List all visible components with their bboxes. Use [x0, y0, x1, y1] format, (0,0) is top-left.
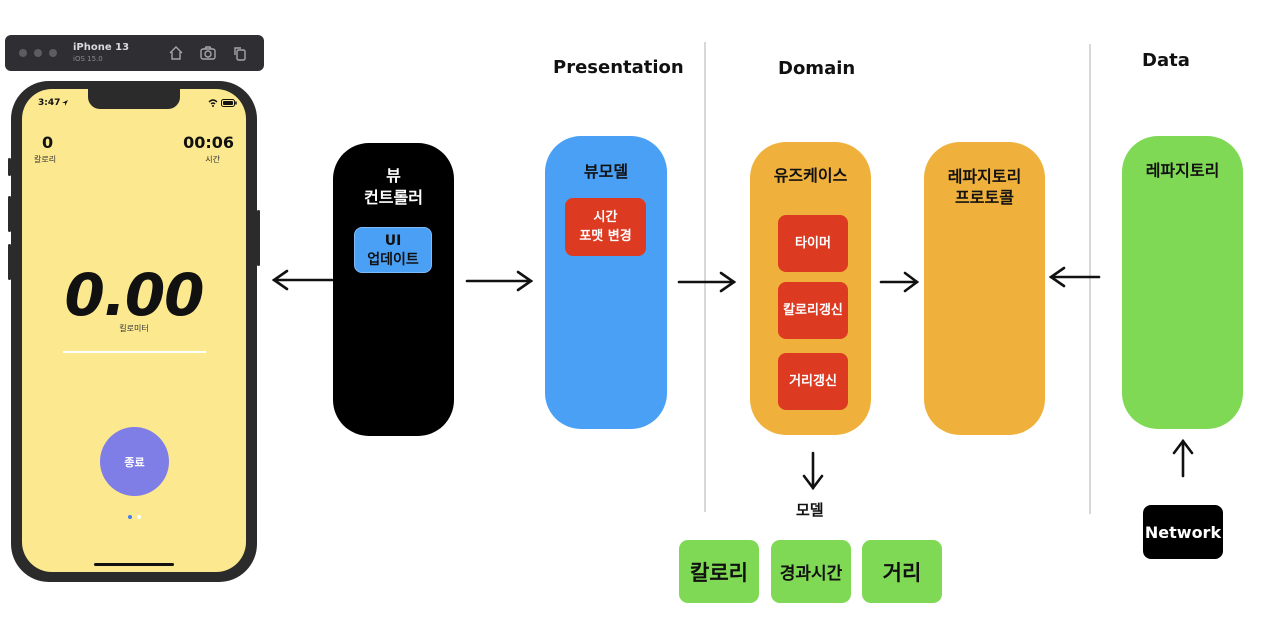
arrow-repository-to-protocol	[1048, 266, 1101, 288]
time-label: 시간	[205, 155, 220, 164]
repository-protocol-block: 레파지토리 프로토콜	[924, 142, 1045, 435]
view-model-title: 뷰모델	[583, 162, 629, 181]
layer-separator-1	[704, 42, 706, 512]
view-controller-block: 뷰 컨트롤러 UI 업데이트	[333, 143, 454, 436]
mute-switch	[8, 158, 11, 176]
repository-block: 레파지토리	[1122, 136, 1243, 429]
arrow-vc-to-viewmodel	[465, 270, 534, 292]
home-icon[interactable]	[167, 44, 185, 62]
use-case-item: 칼로리갱신	[778, 282, 848, 339]
repository-title: 레파지토리	[1145, 161, 1220, 180]
model-item: 칼로리	[679, 540, 759, 603]
calories-label: 칼로리	[34, 155, 57, 164]
time-format-box: 시간 포맷 변경	[565, 198, 646, 256]
use-case-item: 거리갱신	[778, 353, 848, 410]
phone-screen: 3:47 0 칼로리 00:06 시간 0.00 킬로미터 종료	[22, 89, 246, 572]
divider	[63, 351, 206, 353]
window-zoom-dot[interactable]	[49, 49, 57, 57]
time-value: 00:06	[183, 133, 234, 152]
model-item: 거리	[862, 540, 942, 603]
layer-separator-2	[1089, 44, 1091, 514]
location-arrow-icon	[62, 100, 68, 106]
use-case-item: 타이머	[778, 215, 848, 272]
view-controller-title-line2: 컨트롤러	[364, 188, 423, 207]
simulator-toolbar: iPhone 13 iOS 15.0	[5, 35, 264, 71]
model-item: 경과시간	[771, 540, 851, 603]
presentation-layer-title: Presentation	[553, 57, 684, 78]
ui-update-line2: 업데이트	[367, 252, 419, 268]
arrow-usecase-to-protocol	[879, 271, 920, 293]
page-indicator-active[interactable]	[128, 515, 132, 519]
distance-value: 0.00	[64, 261, 204, 329]
time-format-line1: 시간	[593, 210, 618, 225]
arrow-usecase-to-model	[802, 451, 824, 491]
page-indicator[interactable]	[137, 515, 141, 519]
simulator-os-version: iOS 15.0	[73, 55, 103, 63]
simulator-device-name: iPhone 13	[73, 42, 130, 53]
calories-value: 0	[42, 133, 54, 152]
view-model-block: 뷰모델 시간 포맷 변경	[545, 136, 667, 429]
use-case-title: 유즈케이스	[773, 166, 848, 185]
view-controller-title-line1: 뷰	[386, 166, 401, 185]
window-close-dot[interactable]	[19, 49, 27, 57]
rotate-icon[interactable]	[231, 44, 249, 62]
distance-label: 킬로미터	[119, 324, 149, 333]
screenshot-icon[interactable]	[199, 44, 217, 62]
model-label: 모델	[796, 501, 824, 519]
time-format-line2: 포맷 변경	[579, 229, 632, 244]
arrow-network-to-repository	[1172, 438, 1194, 478]
arrow-viewmodel-to-usecase	[677, 271, 737, 293]
network-box: Network	[1143, 505, 1223, 559]
arrow-vc-to-phone	[271, 269, 334, 291]
ui-update-line1: UI	[384, 233, 402, 249]
wifi-icon	[208, 99, 218, 107]
end-button[interactable]: 종료	[100, 427, 169, 496]
repository-protocol-title-line1: 레파지토리	[947, 167, 1022, 186]
volume-up-button	[8, 196, 11, 232]
home-indicator	[94, 563, 174, 566]
battery-icon	[221, 99, 237, 107]
status-time: 3:47	[38, 98, 61, 108]
ui-update-box: UI 업데이트	[354, 227, 432, 273]
data-layer-title: Data	[1142, 50, 1190, 71]
use-case-block: 유즈케이스 타이머 칼로리갱신 거리갱신	[750, 142, 871, 435]
repository-protocol-title-line2: 프로토콜	[955, 188, 1014, 207]
notch	[88, 89, 180, 109]
domain-layer-title: Domain	[778, 58, 856, 79]
volume-down-button	[8, 244, 11, 280]
power-button	[257, 210, 260, 266]
window-minimize-dot[interactable]	[34, 49, 42, 57]
